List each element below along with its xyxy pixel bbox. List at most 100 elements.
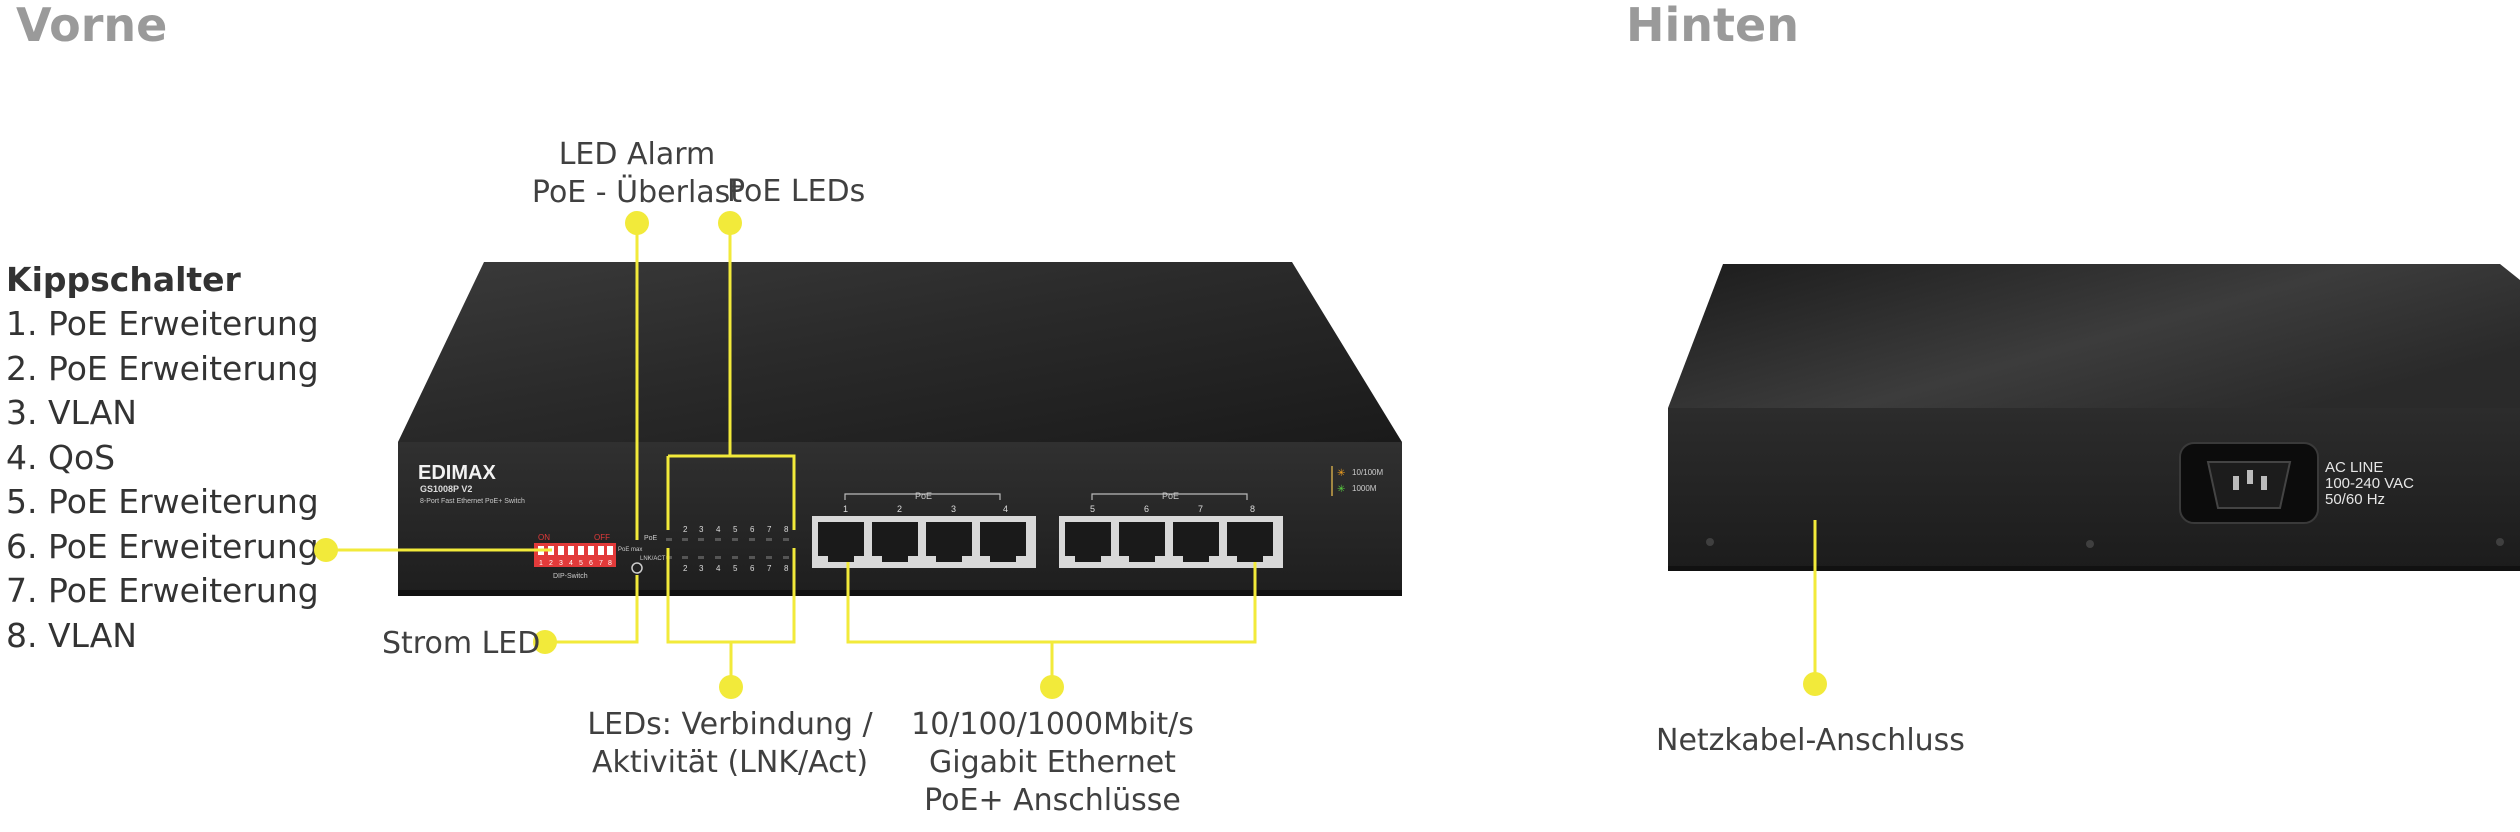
callout-led-alarm: LED Alarm PoE - Überlast [482, 136, 792, 212]
port-group-label-right: PoE [1162, 491, 1179, 501]
port-number: 7 [1198, 504, 1203, 514]
brand-logo: EDIMAX [418, 462, 496, 484]
led-number: 7 [767, 564, 772, 573]
port-group-label-left: PoE [915, 491, 932, 501]
dip-number: 1 [539, 560, 543, 567]
callout-lnk-act-line2: Aktivität (LNK/Act) [591, 745, 869, 780]
led-number: 2 [683, 525, 688, 534]
back-heading: Hinten [1626, 0, 1799, 52]
callout-line-power-led [545, 575, 639, 644]
legend-item: 7. PoE Erweiterung [6, 571, 319, 610]
speed-1000-icon: ✳ [1337, 484, 1345, 495]
front-top-surface [398, 262, 1402, 442]
ac-socket-pins [2233, 470, 2267, 490]
callout-dots [314, 211, 1827, 699]
callout-led-alarm-line1: LED Alarm [558, 137, 716, 172]
ethernet-port [818, 522, 864, 562]
port-numbers: 1 2 3 4 5 6 7 8 [843, 504, 1255, 514]
led-number: 3 [699, 525, 704, 534]
legend-item: 3. VLAN [6, 393, 137, 432]
dip-number: 2 [549, 560, 553, 567]
led-numbers-bottom: 2 3 4 5 6 7 8 [683, 564, 789, 573]
back-top-surface [1668, 264, 2520, 408]
ethernet-port [1227, 522, 1273, 562]
callout-ports-line2: Gigabit Ethernet [929, 745, 1176, 780]
led-number: 7 [767, 525, 772, 534]
ac-frequency-label: 50/60 Hz [2325, 491, 2385, 508]
callout-ports-line1: 10/100/1000Mbit/s [911, 707, 1194, 742]
poe-max-label: PoE max [618, 547, 642, 553]
port-number: 1 [843, 504, 848, 514]
led-number: 3 [699, 564, 704, 573]
ethernet-ports [818, 522, 1273, 562]
dip-number: 5 [579, 560, 583, 567]
dip-number: 3 [559, 560, 563, 567]
ethernet-port [1119, 522, 1165, 562]
lnk-act-label: LNK/ACT [640, 556, 666, 562]
callout-ports: 10/100/1000Mbit/s Gigabit Ethernet PoE+ … [880, 706, 1225, 820]
callout-lines [330, 223, 1817, 687]
ethernet-port [1065, 522, 1111, 562]
callout-ports-line3: PoE+ Anschlüsse [924, 783, 1181, 818]
port-number: 6 [1144, 504, 1149, 514]
port-group-brackets [844, 493, 1248, 500]
callout-power-socket: Netzkabel-Anschluss [1656, 723, 1965, 758]
ethernet-port [872, 522, 918, 562]
callout-led-alarm-line2: PoE - Überlast [531, 175, 743, 210]
back-screws [1706, 538, 2504, 548]
dip-off-label: OFF [594, 533, 610, 542]
dip-switch-legend: Kippschalter 1. PoE Erweiterung 2. PoE E… [6, 258, 319, 658]
dip-numbers: 1 2 3 4 5 6 7 8 [539, 560, 612, 567]
dip-number: 7 [599, 560, 603, 567]
poe-led-label: PoE [644, 535, 658, 542]
ethernet-port [1173, 522, 1219, 562]
led-numbers-top: 2 3 4 5 6 7 8 [683, 525, 789, 534]
dip-number: 8 [608, 560, 612, 567]
dip-number: 6 [589, 560, 593, 567]
callout-power-led: Strom LED [382, 626, 541, 661]
led-number: 4 [716, 525, 721, 534]
dip-on-label: ON [538, 533, 550, 542]
legend-item: 5. PoE Erweiterung [6, 482, 319, 521]
legend-item: 2. PoE Erweiterung [6, 348, 319, 388]
port-number: 5 [1090, 504, 1095, 514]
legend-item: 8. VLAN [6, 615, 137, 655]
model-label: GS1008P V2 [420, 484, 472, 494]
ac-voltage-label: 100-240 VAC [2325, 475, 2414, 492]
front-heading: Vorne [16, 0, 168, 52]
led-number: 6 [750, 525, 755, 534]
callout-poe-leds: PoE LEDs [727, 174, 866, 209]
legend-item: 4. QoS [6, 437, 116, 477]
port-number: 4 [1003, 504, 1008, 514]
led-indicators [666, 538, 789, 559]
legend-item: 6. PoE Erweiterung [6, 526, 319, 566]
port-number: 2 [897, 504, 902, 514]
legend-item: 1. PoE Erweiterung [6, 304, 319, 343]
led-number: 4 [716, 564, 721, 573]
ac-socket [2206, 461, 2292, 509]
power-icon [631, 562, 643, 574]
led-number: 2 [683, 564, 688, 573]
speed-legend-1000: 1000M [1352, 484, 1377, 493]
led-number: 8 [784, 525, 789, 534]
speed-100-icon: ✳ [1337, 468, 1345, 479]
front-bottom-edge [398, 590, 1402, 596]
port-number: 8 [1250, 504, 1255, 514]
led-number: 5 [733, 525, 738, 534]
dip-number: 4 [569, 560, 573, 567]
speed-legend-100: 10/100M [1352, 468, 1383, 477]
legend-title: Kippschalter [6, 260, 241, 299]
ethernet-port [926, 522, 972, 562]
model-description: 8-Port Fast Ethernet PoE+ Switch [420, 498, 525, 505]
callout-lnk-act-line1: LEDs: Verbindung / [587, 707, 873, 742]
ethernet-port [980, 522, 1026, 562]
port-number: 3 [951, 504, 956, 514]
led-number: 5 [733, 564, 738, 573]
ac-line-label: AC LINE [2325, 459, 2383, 476]
led-number: 6 [750, 564, 755, 573]
led-number: 8 [784, 564, 789, 573]
back-bottom-edge [1668, 566, 2520, 571]
dip-switch-label: DIP-Switch [553, 573, 588, 580]
callout-bracket-poe-leds [668, 454, 796, 530]
